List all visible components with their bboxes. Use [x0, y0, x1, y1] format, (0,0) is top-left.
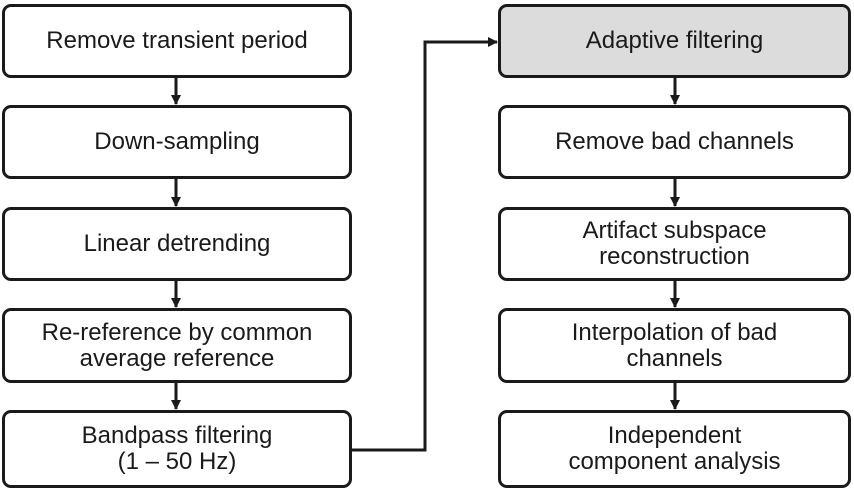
step-interpolation-bad-channels: Interpolation of bad channels [498, 308, 851, 383]
step-label: Linear detrending [83, 230, 271, 257]
step-independent-component-analysis: Independent component analysis [498, 410, 851, 488]
step-adaptive-filtering: Adaptive filtering [498, 4, 851, 78]
step-artifact-subspace-reconstruction: Artifact subspace reconstruction [498, 207, 851, 281]
step-label: Adaptive filtering [585, 27, 764, 54]
step-label: Artifact subspace reconstruction [582, 217, 767, 270]
step-label: Re-reference by common average reference [41, 318, 313, 372]
step-label: Remove transient period [46, 27, 308, 54]
step-label: Bandpass filtering (1 – 50 Hz) [81, 422, 273, 475]
arrow-left-to-right [352, 37, 498, 452]
step-linear-detrending: Linear detrending [2, 207, 352, 281]
step-re-reference: Re-reference by common average reference [2, 308, 352, 383]
step-label: Remove bad channels [555, 128, 794, 155]
step-label: Down-sampling [94, 128, 260, 155]
step-remove-transient-period: Remove transient period [2, 4, 352, 78]
step-bandpass-filtering: Bandpass filtering (1 – 50 Hz) [2, 410, 352, 488]
step-down-sampling: Down-sampling [2, 105, 352, 179]
step-remove-bad-channels: Remove bad channels [498, 105, 851, 179]
step-label: Independent component analysis [568, 422, 781, 475]
step-label: Interpolation of bad channels [571, 318, 778, 372]
